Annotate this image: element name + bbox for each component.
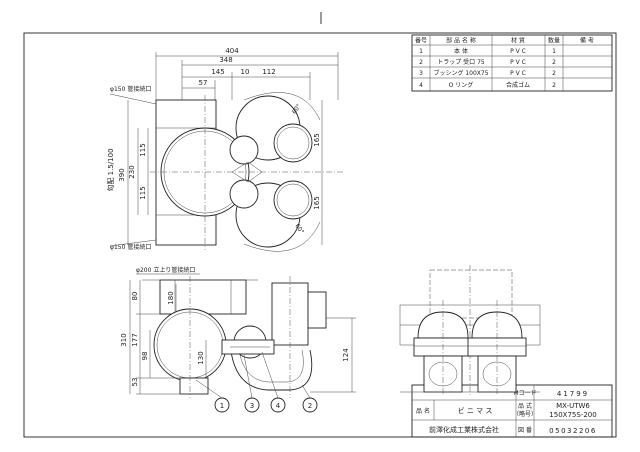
parts-header-no: 番号: [415, 38, 427, 45]
balloon-2: [302, 397, 318, 413]
dim-310: 310: [120, 333, 128, 346]
dim-10: 10: [241, 68, 250, 76]
balloon-2-label: 2: [308, 402, 312, 410]
dim-404: 404: [225, 47, 239, 55]
label-outlet: φ150 管接続口: [110, 85, 151, 93]
balloon-4-label: 4: [276, 402, 281, 410]
model-value-2: 150X75S-200: [549, 411, 596, 419]
parts-row3-no: 3: [419, 70, 423, 77]
mcode-label: Mコード: [513, 390, 536, 397]
dim-57: 57: [199, 79, 208, 87]
parts-row4-name: O リング: [449, 81, 474, 89]
dim-115-bottom: 115: [139, 186, 147, 199]
dim-177: 177: [131, 333, 139, 346]
dim-124: 124: [342, 348, 350, 362]
parts-row1-material: P V C: [510, 48, 526, 55]
parts-row4-qty: 2: [552, 82, 556, 89]
balloon-1-label: 1: [220, 402, 224, 410]
parts-header-qty: 数量: [548, 37, 560, 45]
parts-table: 番号 部 品 名 称 材 質 数量 備 考 1 本 体 P V C 1 2 トラ…: [411, 34, 613, 92]
model-label-1: 品 式: [518, 402, 532, 410]
parts-row4-no: 4: [419, 82, 423, 89]
dim-390: 390: [118, 168, 126, 181]
dim-98: 98: [141, 352, 149, 361]
sheet-border: [23, 32, 617, 438]
dim-112: 112: [262, 68, 275, 76]
balloon-3-label: 3: [250, 402, 254, 410]
parts-row3-material: P V C: [510, 70, 526, 77]
dim-145: 145: [211, 68, 224, 76]
product-name-value: ビ ニ マ ス: [458, 406, 493, 415]
balloon-4: [270, 397, 286, 413]
dim-130: 130: [197, 351, 205, 364]
dim-53: 53: [131, 378, 139, 387]
dim-115-top: 115: [139, 143, 147, 156]
parts-row2-material: P V C: [510, 59, 526, 66]
dim-165-bottom: 165: [313, 196, 321, 209]
parts-header-name: 部 品 名 称: [446, 37, 476, 45]
plan-trap-upper-pipe: [273, 123, 313, 163]
side-view: [399, 265, 541, 395]
parts-header-note: 備 考: [580, 37, 594, 45]
front-trap-bend: [229, 339, 313, 391]
mcode-value: 41799: [557, 390, 589, 398]
title-block: Mコード 41799 品 名 ビ ニ マ ス 品 式 （略号） MX-UTW6 …: [411, 384, 613, 438]
dim-348: 348: [219, 56, 232, 64]
balloon-1: [214, 397, 230, 413]
side-trap-right: [467, 300, 527, 395]
model-value-1: MX-UTW6: [556, 402, 590, 410]
model-label-2: （略号）: [513, 410, 537, 418]
drawing-no-label: 図 番: [518, 427, 532, 434]
plan-trap-lower-pipe: [273, 180, 313, 220]
parts-row2-name: トラップ 受口 75: [437, 58, 485, 66]
front-view: φ200 立上り管接続口 310 80 177 53 98 180 130: [120, 266, 356, 413]
dim-230: 230: [128, 165, 136, 178]
parts-row1-qty: 1: [552, 48, 556, 55]
parts-row3-qty: 2: [552, 70, 556, 77]
parts-row1-no: 1: [419, 48, 423, 55]
parts-row2-no: 2: [419, 59, 423, 66]
parts-header-material: 材 質: [511, 37, 525, 45]
dim-165-top: 165: [313, 133, 321, 146]
parts-row3-name: ブッシング 100X75: [433, 69, 488, 77]
company-name: 前澤化成工業株式会社: [429, 425, 499, 434]
plan-view: 404 348 145 10 112 57 390 230 115 115 勾配…: [106, 47, 345, 252]
balloon-3: [244, 397, 260, 413]
product-name-label: 品 名: [416, 407, 430, 415]
label-inlet: φ150 管接続口: [110, 243, 151, 251]
parts-row4-material: 合成ゴム: [506, 81, 530, 89]
angle-top: 60°: [291, 103, 303, 116]
parts-row2-qty: 2: [552, 59, 556, 66]
slope-label: 勾配 1.5/100: [106, 148, 115, 191]
angle-bottom: 60°: [293, 223, 305, 236]
drawing-no-value: 05032206: [549, 427, 597, 435]
label-riser: φ200 立上り管接続口: [136, 266, 195, 274]
side-trap-left: [413, 300, 473, 395]
dim-80: 80: [131, 292, 139, 301]
dim-180: 180: [167, 291, 175, 304]
parts-row1-name: 本 体: [454, 47, 468, 55]
